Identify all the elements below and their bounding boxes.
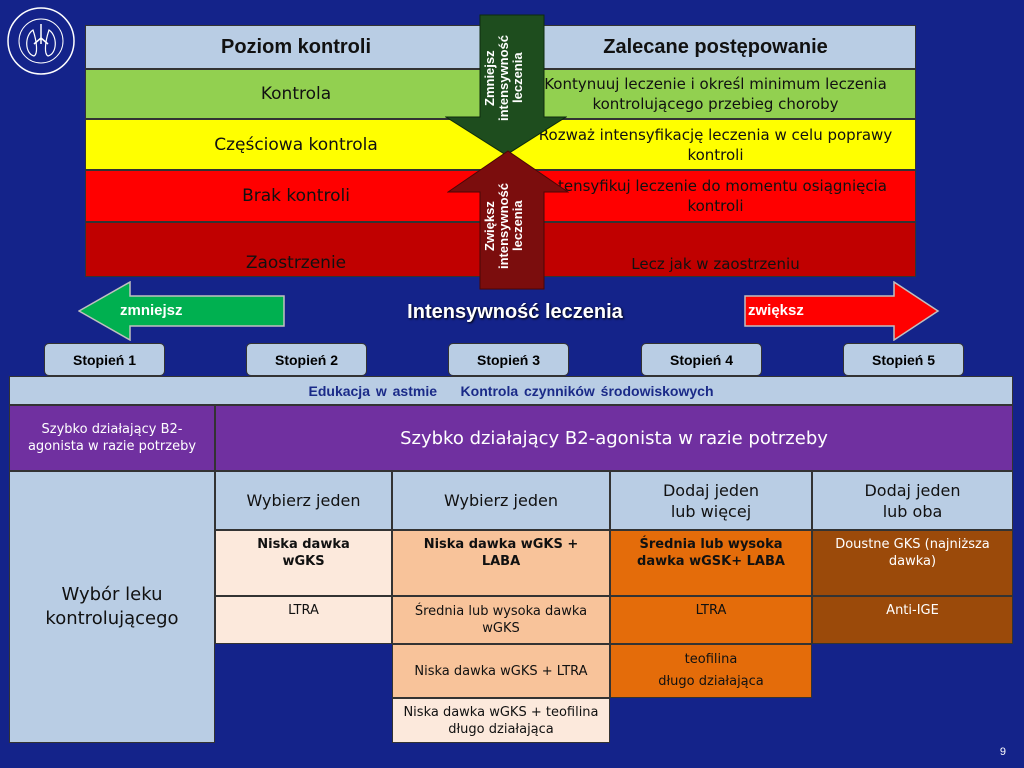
step-5: Stopień 5 — [843, 343, 964, 376]
increase-label: zwiększ — [748, 302, 804, 319]
increase-arrow: zwiększ — [744, 280, 940, 342]
step3-low-ics-laba: Niska dawka wGKS + LABA — [392, 530, 610, 596]
decrease-arrow: zmniejsz — [77, 280, 286, 342]
decrease-intensity-label: Zmniejsz intensywność leczenia — [482, 35, 525, 121]
control-level: Częściowa kontrola — [214, 134, 378, 155]
step3-low-ics-theophylline: Niska dawka wGKS + teofilina długo dział… — [392, 698, 610, 743]
decrease-intensity-arrow: Zmniejsz intensywność leczenia — [444, 14, 568, 156]
step2-ltra: LTRA — [215, 596, 392, 644]
step-2: Stopień 2 — [246, 343, 367, 376]
step4-theophylline: teofilina długo działająca — [610, 644, 812, 698]
treatment-intensity-title: Intensywność leczenia — [407, 301, 623, 323]
saba-all-steps-cell: Szybko działający B2-agonista w razie po… — [215, 405, 1013, 471]
choose-step3: Wybierz jeden — [392, 471, 610, 530]
header-recommended-action: Zalecane postępowanie — [603, 36, 828, 58]
recommended-action: Intensyfikuj leczenie do momentu osiągni… — [544, 177, 887, 215]
saba-step1-cell: Szybko działający B2-agonista w razie po… — [9, 405, 215, 471]
choose-step2: Wybierz jeden — [215, 471, 392, 530]
education-row: Edukacja w astmie Kontrola czynników śro… — [9, 376, 1013, 405]
step-3: Stopień 3 — [448, 343, 569, 376]
control-level: Zaostrzenie — [245, 252, 347, 273]
choose-step5: Dodaj jeden lub oba — [812, 471, 1013, 530]
step2-low-ics: Niska dawka wGKS — [215, 530, 392, 596]
choose-step4: Dodaj jeden lub więcej — [610, 471, 812, 530]
header-control-level: Poziom kontroli — [221, 35, 371, 58]
step5-anti-ige: Anti-IGE — [812, 596, 1013, 644]
step3-medium-high-ics: Średnia lub wysoka dawka wGKS — [392, 596, 610, 644]
step-1: Stopień 1 — [44, 343, 165, 376]
increase-intensity-label: Zwiększ intensywność leczenia — [482, 183, 525, 269]
step-4: Stopień 4 — [641, 343, 762, 376]
page-number: 9 — [999, 746, 1006, 758]
gina-logo — [6, 6, 76, 76]
control-level: Kontrola — [260, 84, 332, 104]
step5-oral-gcs: Doustne GKS (najniższa dawka) — [812, 530, 1013, 596]
long-acting-text: długo działająca — [658, 674, 764, 689]
step3-low-ics-ltra: Niska dawka wGKS + LTRA — [392, 644, 610, 698]
control-level: Brak kontroli — [242, 186, 350, 206]
recommended-action: Lecz jak w zaostrzeniu — [631, 254, 800, 273]
step4-ltra: LTRA — [610, 596, 812, 644]
recommended-action: Rozważ intensyfikację leczenia w celu po… — [538, 125, 893, 164]
recommended-action: Kontynuuj leczenie i określ minimum lecz… — [544, 75, 887, 113]
step4-medium-high-ics-laba: Średnia lub wysoka dawka wGSK+ LABA — [610, 530, 812, 596]
theophylline-text: teofilina — [684, 652, 738, 667]
controller-choice-label: Wybór leku kontrolującego — [9, 471, 215, 743]
increase-intensity-arrow: Zwiększ intensywność leczenia — [446, 150, 570, 290]
decrease-label: zmniejsz — [120, 302, 183, 319]
